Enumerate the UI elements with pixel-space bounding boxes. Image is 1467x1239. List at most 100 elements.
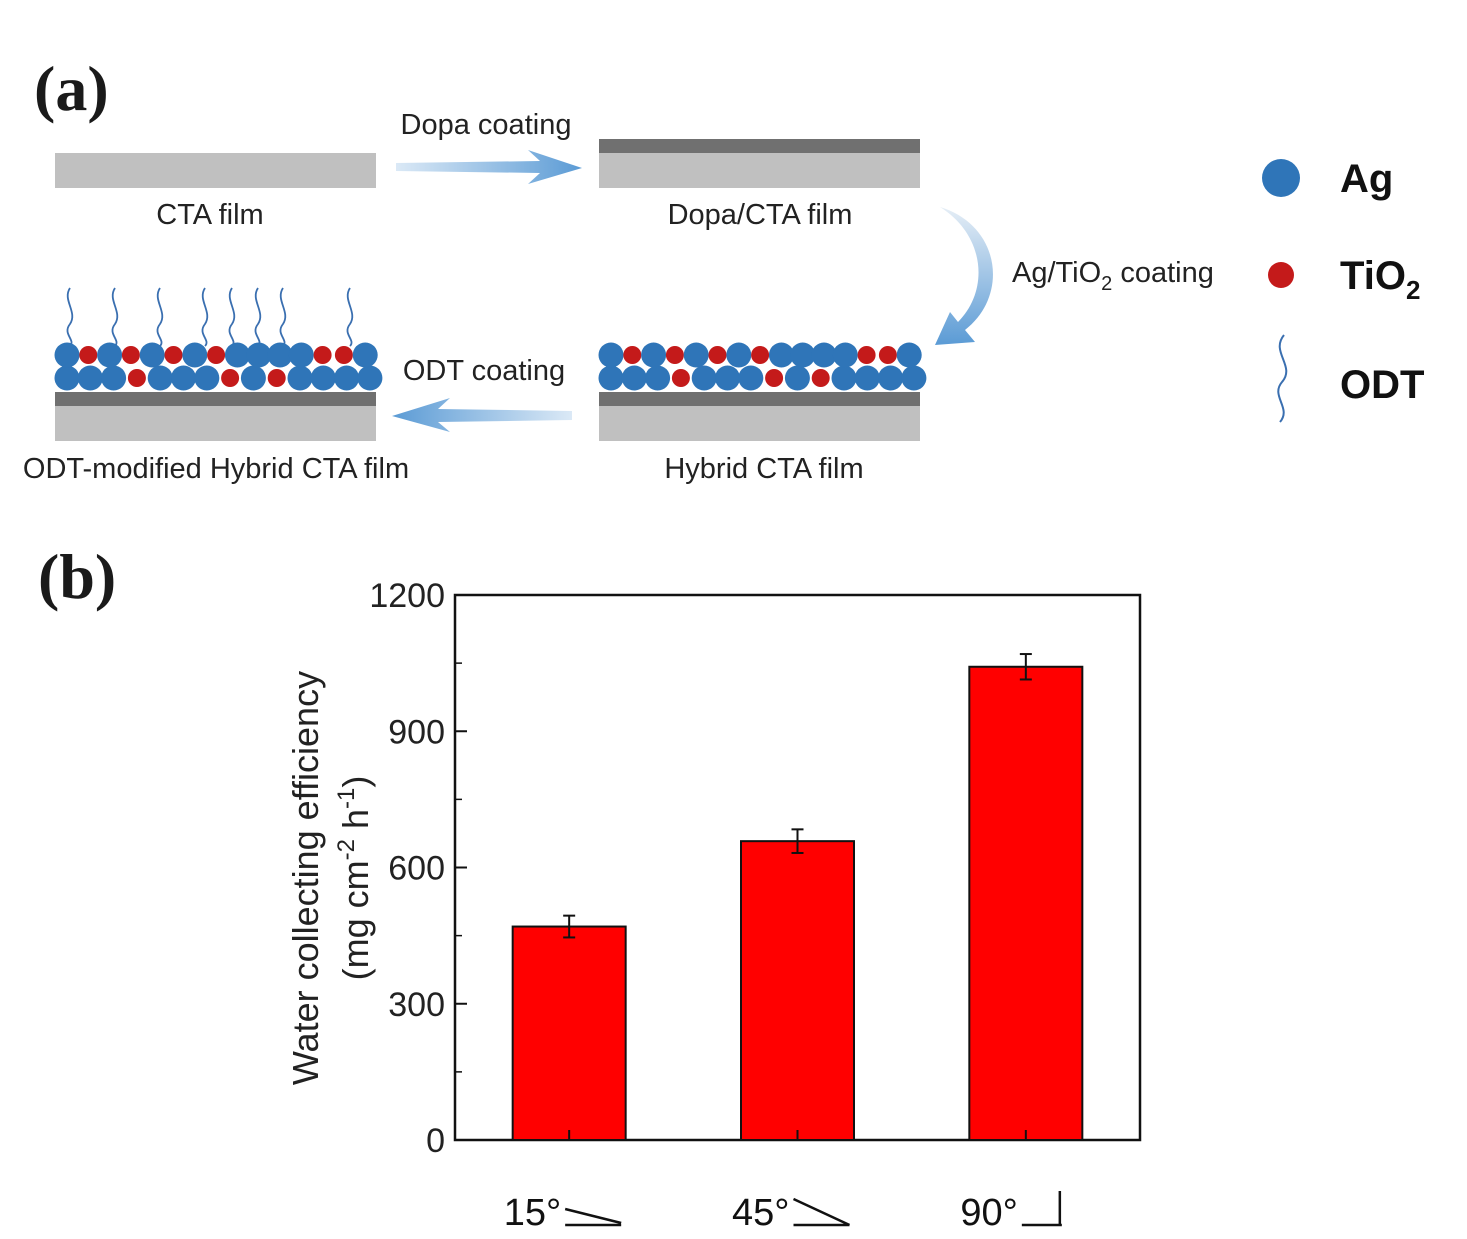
tio2-particle [164, 346, 183, 364]
bar-2 [740, 840, 855, 1141]
ag-particle [182, 342, 208, 368]
dopa-cta-substrate [599, 153, 920, 188]
ag-particle [352, 342, 378, 368]
ag-particle [641, 342, 667, 368]
tio2-particle [878, 346, 897, 364]
ag-tio2-coating-arrow [935, 207, 993, 345]
dopa-cta-film-label: Dopa/CTA film [668, 199, 853, 231]
ag-particle [854, 365, 880, 391]
odt-chain [66, 287, 74, 347]
odt-chains [66, 287, 354, 347]
ag-particle [97, 342, 123, 368]
x-tick-label-2: 45° [732, 1192, 789, 1234]
tio2-particle [623, 346, 642, 364]
ag-particle [267, 342, 293, 368]
panel-b-label: (b) [38, 541, 116, 612]
legend-tio2-label: TiO2 [1340, 254, 1420, 305]
ag-particle [224, 342, 250, 368]
ag-particle [726, 342, 752, 368]
y-tick-label: 300 [388, 986, 445, 1024]
odt-modified-film [54, 287, 383, 441]
incline-angle-icon [792, 1197, 851, 1227]
ag-particle [288, 342, 314, 368]
cta-film-substrate [55, 153, 376, 188]
panel-b: (b) Water collecting efficiency (mg cm-2… [38, 541, 1142, 1234]
ag-particle [896, 342, 922, 368]
ag-particle [101, 365, 127, 391]
hybrid-particles [598, 342, 927, 391]
odt-chain [111, 287, 119, 347]
x-tick-label-3: 90° [960, 1192, 1017, 1234]
ag-particle [598, 342, 624, 368]
y-tick-label: 1200 [369, 577, 445, 615]
hybrid-substrate [599, 406, 920, 441]
tio2-particle [857, 346, 876, 364]
y-tick-label: 600 [388, 850, 445, 888]
ag-particle [54, 342, 80, 368]
y-axis-title: Water collecting efficiency (mg cm-2 h-1… [285, 671, 376, 1085]
ag-particle [287, 365, 313, 391]
tio2-particle [79, 346, 98, 364]
bar-chart: 0 300 600 900 1200 15° 45° 90° [369, 577, 1142, 1234]
odt-chain [346, 287, 354, 347]
ag-particle [831, 365, 857, 391]
odt-chain [201, 287, 209, 347]
dopa-layer [599, 139, 920, 153]
ag-particle [139, 342, 165, 368]
tio2-particle [334, 346, 353, 364]
incline-angle-icon [1021, 1191, 1062, 1227]
ag-particle [784, 365, 810, 391]
ag-particle [240, 365, 266, 391]
ag-particle [77, 365, 103, 391]
odt-modified-film-label: ODT-modified Hybrid CTA film [23, 453, 409, 485]
odt-chain [279, 287, 287, 347]
ag-particle [598, 365, 624, 391]
odt-substrate [55, 406, 376, 441]
y-axis-title-line1: Water collecting efficiency [285, 671, 326, 1085]
ag-particle [715, 365, 740, 391]
legend-odt-label: ODT [1340, 363, 1424, 407]
legend-tio2-marker [1268, 262, 1294, 288]
dopa-coating-label: Dopa coating [401, 109, 572, 141]
odt-coating-arrow [392, 398, 572, 432]
ag-tio2-coating-label: Ag/TiO2 coating [1012, 257, 1214, 295]
odt-dopa-layer [55, 392, 376, 406]
dopa-coating-arrow [396, 150, 582, 184]
ag-particle [54, 365, 80, 391]
ag-particle [334, 365, 360, 391]
ag-particle [171, 365, 196, 391]
ag-particle [310, 365, 336, 391]
tio2-particle [765, 369, 784, 387]
panel-a-label: (a) [34, 53, 109, 124]
tio2-particle [221, 369, 240, 387]
ag-particle [790, 342, 816, 368]
hybrid-cta-film-label: Hybrid CTA film [664, 453, 863, 485]
bar-1 [511, 925, 627, 1142]
ag-particle [878, 365, 904, 391]
bar-3 [968, 665, 1084, 1142]
odt-chain [156, 287, 164, 347]
tio2-particle [207, 346, 226, 364]
incline-angle-icon [564, 1207, 622, 1227]
tio2-particle [121, 346, 140, 364]
ag-particle [357, 365, 383, 391]
odt-coating-label: ODT coating [403, 355, 565, 387]
ag-particle [645, 365, 671, 391]
tio2-particle [127, 369, 146, 387]
legend-ag-marker [1262, 159, 1300, 197]
hybrid-cta-film [598, 342, 927, 441]
cta-film-label: CTA film [156, 199, 263, 231]
tio2-particle [267, 369, 286, 387]
odt-chain [254, 287, 262, 347]
ag-particle [147, 365, 173, 391]
ag-particle [621, 365, 647, 391]
tio2-particle [671, 369, 690, 387]
y-tick-label: 0 [426, 1122, 445, 1160]
legend-ag-label: Ag [1340, 157, 1393, 201]
y-tick-label: 900 [388, 713, 445, 751]
x-tick-label-1: 15° [504, 1192, 561, 1234]
ag-particle [683, 342, 709, 368]
legend: Ag TiO2 ODT [1262, 157, 1424, 423]
legend-odt-chain-icon [1277, 334, 1288, 423]
ag-particle [246, 342, 272, 368]
